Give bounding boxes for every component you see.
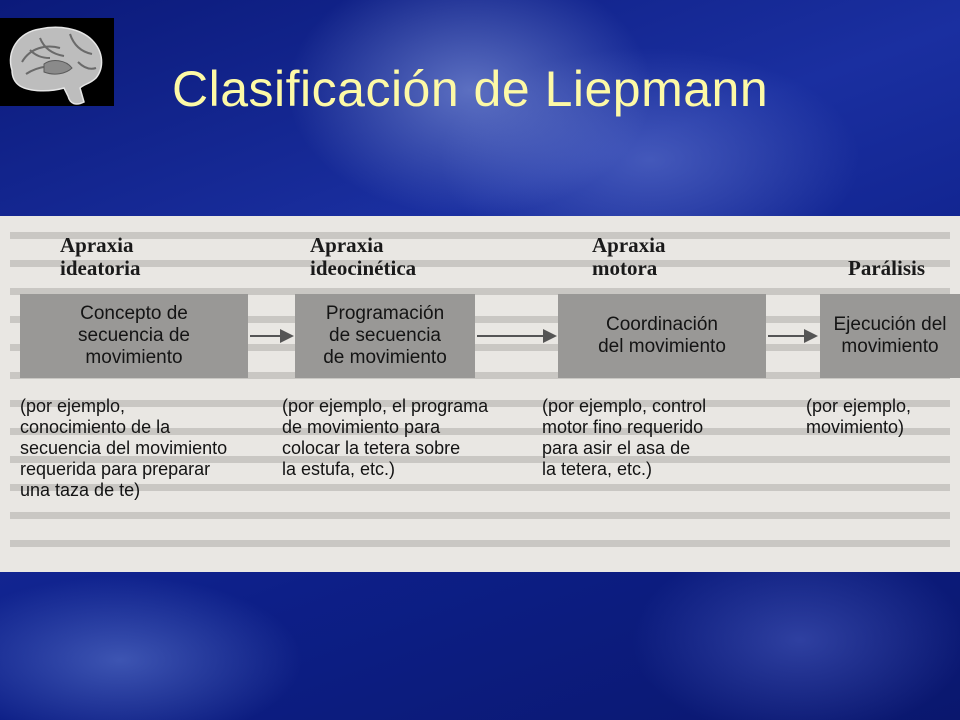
arrow-3-icon xyxy=(768,329,818,343)
faded-page-text xyxy=(10,232,950,547)
example-ideocinetica: (por ejemplo, el programa de movimiento … xyxy=(282,396,489,479)
example-paralisis: (por ejemplo, movimiento) xyxy=(806,396,912,437)
example-motora: (por ejemplo, control motor fino requeri… xyxy=(542,396,707,479)
liepmann-figure: Apraxia ideatoria Apraxia ideocinética A… xyxy=(0,216,960,572)
arrow-2-icon xyxy=(477,329,557,343)
box-programacion-text: Programación de secuencia de movimiento xyxy=(323,303,447,368)
box-ejecucion: Ejecución del movimiento xyxy=(820,294,960,378)
slide-title: Clasificación de Liepmann xyxy=(172,61,769,117)
example-ideatoria: (por ejemplo, conocimiento de la secuenc… xyxy=(20,396,228,500)
stage-label-motora: Apraxia motora xyxy=(592,233,666,280)
box-coordinacion: Coordinación del movimiento xyxy=(558,294,766,378)
arrow-1-icon xyxy=(250,329,294,343)
box-concepto: Concepto de secuencia de movimiento xyxy=(20,294,248,378)
stage-label-paralisis: Parálisis xyxy=(848,256,925,280)
box-programacion: Programación de secuencia de movimiento xyxy=(295,294,475,378)
box-concepto-text: Concepto de secuencia de movimiento xyxy=(78,303,190,368)
box-coordinacion-text: Coordinación del movimiento xyxy=(598,314,726,357)
box-ejecucion-text: Ejecución del movimiento xyxy=(833,314,947,357)
brain-logo-icon xyxy=(0,18,114,106)
stage-label-ideocinetica: Apraxia ideocinética xyxy=(310,233,417,280)
stage-label-ideatoria: Apraxia ideatoria xyxy=(60,233,141,280)
